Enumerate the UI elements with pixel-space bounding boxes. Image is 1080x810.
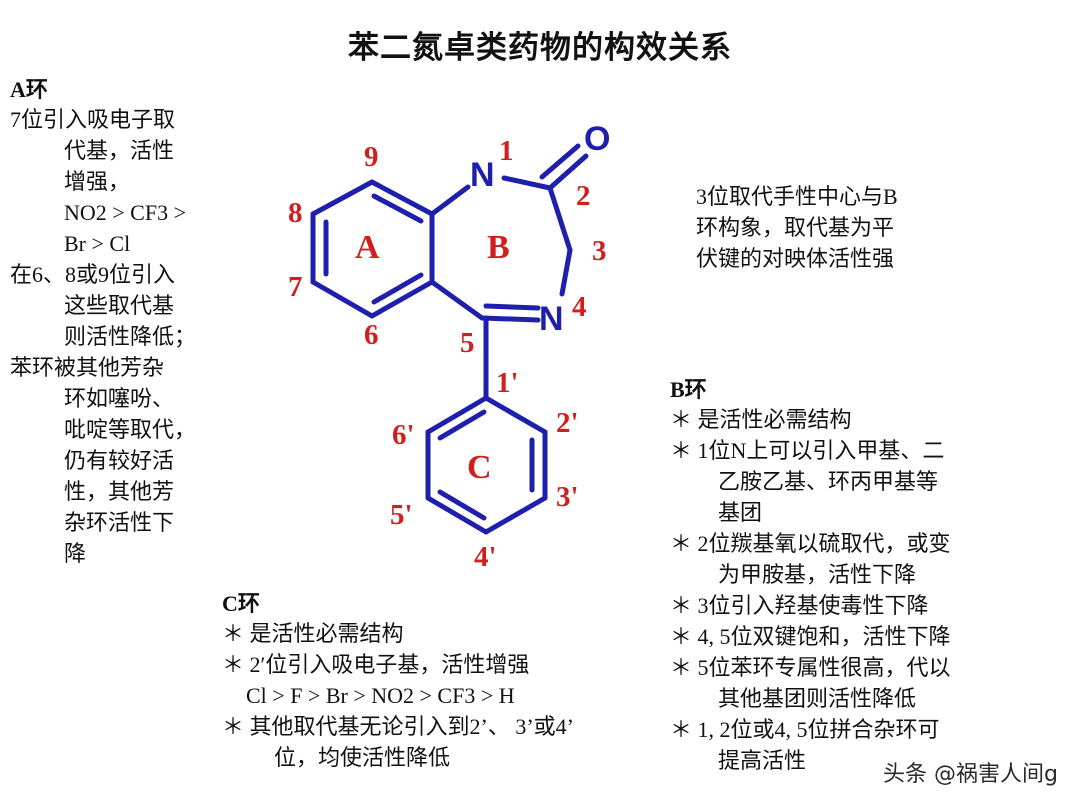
ring-b-line: ＊ 1位N上可以引入甲基、二 [670, 438, 945, 463]
ring-b-section: B环 ＊ 是活性必需结构 ＊ 1位N上可以引入甲基、二 乙胺乙基、环丙甲基等 基… [670, 372, 951, 776]
bond-9-8 [310, 179, 375, 217]
atom-n4: N [539, 300, 564, 338]
bond-1p-2p [483, 395, 548, 435]
bond-c2-o [547, 153, 589, 191]
ring-c-line: 位，均使活性降低 [274, 745, 451, 770]
ring-c-line: ＊ 是活性必需结构 [222, 621, 404, 646]
bond-c5-5a [429, 279, 485, 321]
ring-b-line: 提高活性 [718, 748, 807, 773]
bond-c2-o-double [539, 143, 581, 180]
structure-bonds [310, 143, 589, 535]
ring-c-line: ＊ 2′位引入吸电子基，活性增强 [222, 652, 530, 677]
bond-c2-c3 [547, 185, 573, 253]
position-3: 3 [592, 235, 607, 267]
ring-c-heading: C环 [222, 591, 260, 616]
position-4: 4 [572, 291, 587, 323]
ring-label-a: A [355, 229, 380, 266]
ring-b-line: ＊ 5位苯环专属性很高，代以 [670, 655, 951, 680]
atom-o: O [584, 120, 610, 158]
ring-label-c: C [467, 449, 492, 486]
bond-n4-c5-double [483, 303, 541, 311]
watermark: 头条 @祸害人间g [883, 762, 1058, 787]
ring-c-line: ＊ 其他取代基无论引入到2’、 3’或4’ [222, 714, 574, 739]
ring-b-line: ＊ 1, 2位或4, 5位拼合杂环可 [670, 717, 940, 742]
bond-n1-c2 [501, 175, 553, 191]
ring-a-line: 苯环被其他芳杂 [10, 355, 165, 380]
ring-a-section: A环 7位引入吸电子取 代基，活性 增强， NO2 > CF3 > Br > C… [10, 72, 196, 569]
position-3-note-line: 3位取代手性中心与B [696, 184, 898, 209]
ring-a-line: Br > Cl [64, 231, 131, 256]
ring-b-line: ＊ 2位羰基氧以硫取代，或变 [670, 531, 951, 556]
bond-c-inner-2 [437, 489, 487, 521]
ring-a-line: 吡啶等取代， [64, 417, 197, 442]
position-1: 1 [499, 135, 514, 167]
position-1-prime: 1' [496, 367, 519, 399]
bond-c-inner-3 [437, 409, 487, 441]
bond-n4-c5 [479, 315, 541, 323]
bond-a-inner-3 [371, 272, 424, 305]
ring-b-line: ＊ 是活性必需结构 [670, 407, 852, 432]
position-6: 6 [364, 319, 379, 351]
ring-a-line: 降 [64, 541, 87, 566]
ring-a-line: 这些取代基 [64, 293, 175, 318]
ring-c-line: Cl > F > Br > NO2 > CF3 > H [246, 683, 515, 708]
bond-c3-n4 [559, 247, 573, 297]
position-5: 5 [460, 327, 475, 359]
ring-a-line: 7位引入吸电子取 [10, 107, 176, 132]
position-3-prime: 3' [556, 481, 579, 513]
bond-4p-5p [425, 495, 489, 535]
ring-b-line: 其他基团则活性降低 [718, 686, 917, 711]
ring-a-line: NO2 > CF3 > [64, 200, 186, 225]
ring-a-line: 则活性降低； [64, 324, 197, 349]
ring-b-line: 为甲胺基，活性下降 [718, 562, 917, 587]
page-title: 苯二氮卓类药物的构效关系 [348, 30, 732, 65]
position-3-note: 3位取代手性中心与B 环构象，取代基为平 伏键的对映体活性强 [696, 181, 898, 274]
position-7: 7 [288, 271, 303, 303]
bond-6-5a [369, 279, 435, 319]
ring-b-line: 乙胺乙基、环丙甲基等 [718, 469, 939, 494]
bond-9-9a [369, 179, 435, 217]
ring-b-line: ＊ 4, 5位双键饱和，活性下降 [670, 624, 951, 649]
ring-a-line: 仍有较好活 [64, 448, 175, 473]
bond-a-inner-1 [371, 193, 424, 224]
ring-b-heading: B环 [670, 377, 707, 402]
position-8: 8 [288, 197, 303, 229]
position-6-prime: 6' [392, 419, 415, 451]
position-9: 9 [364, 141, 379, 173]
ring-a-line: 性，其他芳 [64, 479, 175, 504]
bond-9a-n1 [429, 184, 471, 217]
position-2: 2 [576, 180, 591, 212]
position-4-prime: 4' [474, 541, 497, 573]
bond-6p-1p [425, 395, 489, 435]
ring-label-b: B [487, 229, 510, 266]
ring-c-section: C环 ＊ 是活性必需结构 ＊ 2′位引入吸电子基，活性增强 Cl > F > B… [222, 586, 574, 773]
bond-3p-4p [483, 495, 548, 535]
atom-n1: N [470, 156, 495, 194]
ring-b-line: ＊ 3位引入羟基使毒性下降 [670, 593, 929, 618]
ring-b-line: 基团 [718, 500, 763, 525]
position-3-note-line: 环构象，取代基为平 [696, 215, 895, 240]
ring-a-line: 代基，活性 [64, 138, 175, 163]
position-3-note-line: 伏键的对映体活性强 [696, 246, 895, 271]
bond-7-6 [310, 279, 375, 319]
ring-a-heading: A环 [10, 77, 48, 102]
ring-a-line: 环如噻吩、 [64, 386, 175, 411]
position-5-prime: 5' [390, 499, 413, 531]
position-2-prime: 2' [556, 407, 579, 439]
ring-a-line: 在6、8或9位引入 [10, 262, 176, 287]
ring-a-line: 增强， [64, 169, 131, 194]
ring-a-line: 杂环活性下 [64, 510, 175, 535]
